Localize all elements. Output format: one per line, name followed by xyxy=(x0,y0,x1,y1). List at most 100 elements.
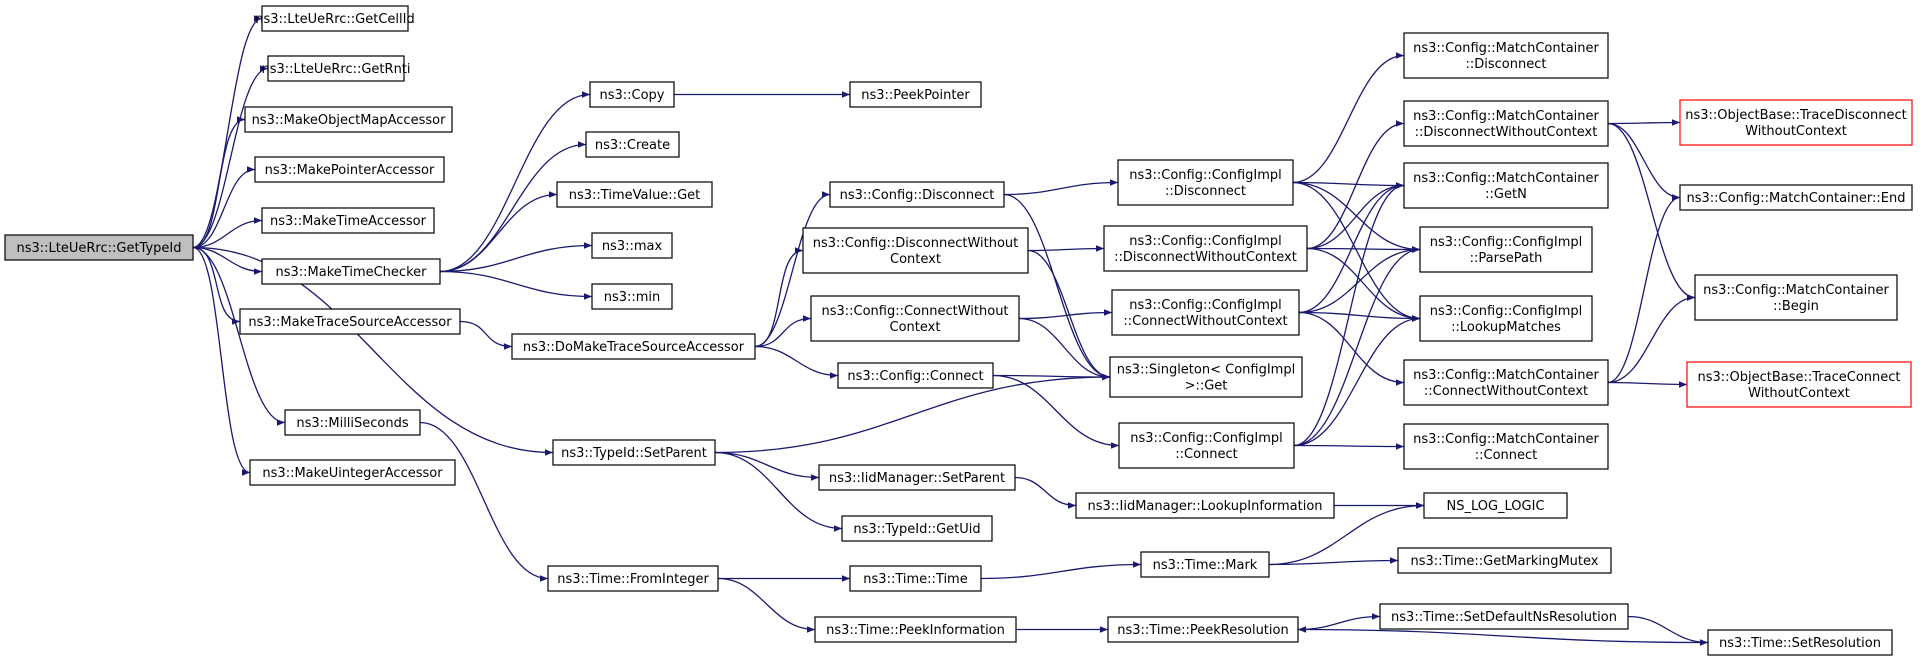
edge-make-trace-source-accessor-to-do-make-trace-source-accessor xyxy=(459,320,513,350)
edge-impl-disconnect-without-context-to-mc-get-n xyxy=(1306,182,1405,250)
node-box xyxy=(267,55,405,82)
node-make-pointer-accessor[interactable]: ns3::MakePointerAccessor xyxy=(254,156,445,183)
node-label: ::Disconnect xyxy=(1165,184,1246,199)
node-min[interactable]: ns3::min xyxy=(591,283,673,310)
node-get-type-id[interactable]: ns3::LteUeRrc::GetTypeId xyxy=(4,234,194,261)
node-label: ns3::Time::Mark xyxy=(1153,558,1258,573)
node-time-peek-information[interactable]: ns3::Time::PeekInformation xyxy=(814,616,1017,643)
node-mc-disconnect-without-context[interactable]: ns3::Config::MatchContainer::DisconnectW… xyxy=(1403,100,1609,147)
edge-do-make-trace-source-accessor-to-config-connect-without-context xyxy=(754,315,812,348)
node-time-mark[interactable]: ns3::Time::Mark xyxy=(1140,551,1270,578)
node-time-get-marking-mutex[interactable]: ns3::Time::GetMarkingMutex xyxy=(1397,547,1612,574)
node-impl-lookup-matches[interactable]: ns3::Config::ConfigImpl::LookupMatches xyxy=(1419,295,1593,342)
node-mc-begin[interactable]: ns3::Config::MatchContainer::Begin xyxy=(1694,274,1898,321)
node-box xyxy=(511,333,756,360)
node-label: ns3::Singleton< ConfigImpl xyxy=(1117,363,1295,378)
node-copy[interactable]: ns3::Copy xyxy=(589,81,675,108)
node-impl-disconnect-without-context[interactable]: ns3::Config::ConfigImpl::DisconnectWitho… xyxy=(1103,225,1308,272)
node-label: ::LookupMatches xyxy=(1451,320,1561,335)
node-box xyxy=(1109,356,1303,398)
node-max[interactable]: ns3::max xyxy=(591,232,673,259)
node-milli-seconds[interactable]: ns3::MilliSeconds xyxy=(284,409,421,436)
node-box xyxy=(810,295,1020,342)
node-label: ns3::MakeObjectMapAccessor xyxy=(252,113,447,128)
node-box xyxy=(585,131,680,158)
node-box xyxy=(1403,162,1609,209)
node-box xyxy=(1107,616,1299,643)
edge-make-time-checker-to-create xyxy=(439,141,587,273)
node-impl-connect[interactable]: ns3::Config::ConfigImpl::Connect xyxy=(1118,422,1295,469)
node-box xyxy=(818,464,1016,491)
node-config-disconnect[interactable]: ns3::Config::Disconnect xyxy=(829,181,1005,208)
edge-mc-disconnect-without-context-to-mc-end xyxy=(1607,122,1681,201)
node-type-id-get-uid[interactable]: ns3::TypeId::GetUid xyxy=(841,515,993,542)
edge-mc-disconnect-without-context-to-obj-trace-disconnect xyxy=(1607,119,1681,126)
node-make-uinteger-accessor[interactable]: ns3::MakeUintegerAccessor xyxy=(249,459,456,486)
node-label: ::Begin xyxy=(1773,299,1819,314)
node-iid-manager-set-parent[interactable]: ns3::IidManager::SetParent xyxy=(818,464,1016,491)
node-label: ns3::Config::ConfigImpl xyxy=(1430,304,1583,319)
node-obj-trace-connect[interactable]: ns3::ObjectBase::TraceConnectWithoutCont… xyxy=(1686,361,1912,408)
node-impl-disconnect[interactable]: ns3::Config::ConfigImpl::Disconnect xyxy=(1117,159,1294,206)
node-label: ns3::Config::Disconnect xyxy=(840,188,995,203)
node-time-peek-resolution[interactable]: ns3::Time::PeekResolution xyxy=(1107,616,1299,643)
node-time-set-default-ns-resolution[interactable]: ns3::Time::SetDefaultNsResolution xyxy=(1379,603,1629,630)
node-impl-connect-without-context[interactable]: ns3::Config::ConfigImpl::ConnectWithoutC… xyxy=(1111,289,1300,336)
node-mc-connect[interactable]: ns3::Config::MatchContainer::Connect xyxy=(1403,423,1609,470)
node-box xyxy=(556,181,713,208)
node-label: ns3::MakeUintegerAccessor xyxy=(262,466,443,481)
node-make-trace-source-accessor[interactable]: ns3::MakeTraceSourceAccessor xyxy=(239,308,461,335)
node-label: ::ConnectWithoutContext xyxy=(1424,384,1588,399)
node-label: ns3::MakeTimeChecker xyxy=(276,265,428,280)
node-label: ::DisconnectWithoutContext xyxy=(1415,125,1598,140)
node-get-rnti[interactable]: ns3::LteUeRrc::GetRnti xyxy=(261,55,411,82)
edge-impl-disconnect-to-mc-disconnect xyxy=(1292,52,1405,184)
node-make-time-accessor[interactable]: ns3::MakeTimeAccessor xyxy=(261,207,435,234)
node-mc-disconnect[interactable]: ns3::Config::MatchContainer::Disconnect xyxy=(1403,32,1609,79)
node-make-object-map-accessor[interactable]: ns3::MakeObjectMapAccessor xyxy=(244,106,453,133)
node-label: ns3::IidManager::SetParent xyxy=(829,471,1005,486)
node-label: ns3::Config::MatchContainer xyxy=(1703,283,1889,298)
node-time-set-resolution[interactable]: ns3::Time::SetResolution xyxy=(1707,629,1893,656)
node-obj-trace-disconnect[interactable]: ns3::ObjectBase::TraceDisconnectWithoutC… xyxy=(1679,99,1913,146)
node-peek-pointer[interactable]: ns3::PeekPointer xyxy=(849,81,982,108)
node-label: >::Get xyxy=(1185,379,1228,394)
node-time-value-get[interactable]: ns3::TimeValue::Get xyxy=(556,181,713,208)
edge-do-make-trace-source-accessor-to-config-disconnect-without-context xyxy=(754,247,804,348)
node-mc-get-n[interactable]: ns3::Config::MatchContainer::GetN xyxy=(1403,162,1609,209)
node-label: ns3::Config::ConfigImpl xyxy=(1129,298,1282,313)
edge-type-id-set-parent-to-iid-manager-set-parent xyxy=(714,451,820,481)
node-iid-lookup-information[interactable]: ns3::IidManager::LookupInformation xyxy=(1075,492,1335,519)
node-time-from-integer[interactable]: ns3::Time::FromInteger xyxy=(547,565,719,592)
edge-get-type-id-to-get-cell-id xyxy=(192,15,263,249)
node-label: ns3::MakePointerAccessor xyxy=(265,163,435,178)
node-label: ns3::Config::MatchContainer::End xyxy=(1687,191,1906,206)
node-label: ns3::MakeTraceSourceAccessor xyxy=(248,315,452,330)
node-config-disconnect-without-context[interactable]: ns3::Config::DisconnectWithoutContext xyxy=(802,227,1029,274)
node-mc-end[interactable]: ns3::Config::MatchContainer::End xyxy=(1679,184,1913,211)
node-box xyxy=(1679,99,1913,146)
node-type-id-set-parent[interactable]: ns3::TypeId::SetParent xyxy=(552,439,716,466)
edge-layer xyxy=(192,15,1709,646)
node-box xyxy=(547,565,719,592)
edge-time-mark-to-ns-log-logic xyxy=(1268,502,1425,566)
node-create[interactable]: ns3::Create xyxy=(585,131,680,158)
node-box xyxy=(829,181,1005,208)
node-make-time-checker[interactable]: ns3::MakeTimeChecker xyxy=(261,258,441,285)
node-impl-parse-path[interactable]: ns3::Config::ConfigImpl::ParsePath xyxy=(1419,226,1593,273)
node-label: ns3::Time::FromInteger xyxy=(557,572,709,587)
node-label: ns3::Config::ConfigImpl xyxy=(1130,431,1283,446)
node-label: ::DisconnectWithoutContext xyxy=(1114,250,1297,265)
node-ns-log-logic[interactable]: NS_LOG_LOGIC xyxy=(1423,492,1568,519)
node-config-connect[interactable]: ns3::Config::Connect xyxy=(837,362,994,389)
edge-make-time-checker-to-time-value-get xyxy=(439,191,558,273)
node-label: ns3::max xyxy=(602,239,663,254)
node-config-connect-without-context[interactable]: ns3::Config::ConnectWithoutContext xyxy=(810,295,1020,342)
node-singleton-get[interactable]: ns3::Singleton< ConfigImpl>::Get xyxy=(1109,356,1303,398)
node-do-make-trace-source-accessor[interactable]: ns3::DoMakeTraceSourceAccessor xyxy=(511,333,756,360)
node-get-cell-id[interactable]: ns3::LteUeRrc::GetCellId xyxy=(255,5,415,32)
node-label: Context xyxy=(890,320,941,335)
node-time-time[interactable]: ns3::Time::Time xyxy=(849,565,982,592)
node-box xyxy=(1686,361,1912,408)
node-mc-connect-without-context[interactable]: ns3::Config::MatchContainer::ConnectWith… xyxy=(1403,359,1609,406)
